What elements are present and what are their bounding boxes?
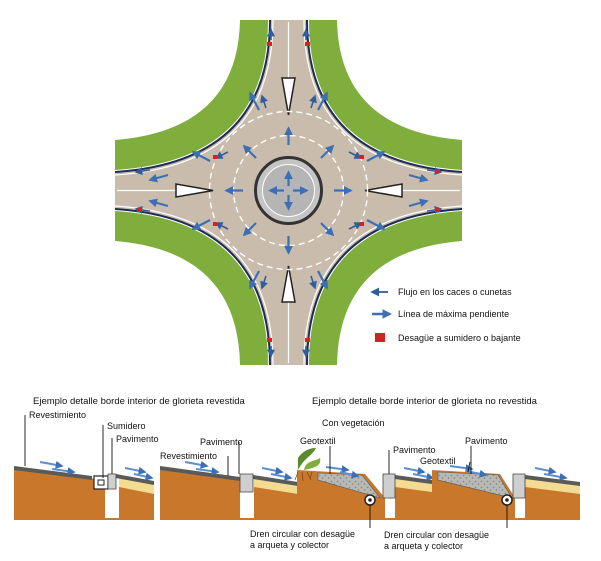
vegetation-icon (304, 458, 321, 470)
splitter-island-s (281, 265, 296, 303)
detail-title-paved: Ejemplo detalle borde interior de glorie… (33, 396, 245, 407)
label-pavimento-4: Pavimento (465, 436, 508, 446)
legend: Flujo en los caces o cunetas Línea de má… (370, 287, 521, 343)
label-pavimento-1: Pavimento (116, 434, 159, 444)
label-geotextil-1: Geotextil (300, 436, 336, 446)
splitter-island-e (364, 183, 403, 198)
label-revestimiento-2: Revestimiento (160, 451, 217, 461)
label-geotextil-2: Geotextil (420, 456, 456, 466)
label-revestimiento-1: Revestimiento (29, 410, 86, 420)
label-con-vegetacion: Con vegetación (322, 418, 385, 428)
splitter-island-w (175, 183, 214, 198)
legend-flow-label: Flujo en los caces o cunetas (398, 287, 512, 297)
detail-paved: Pavimento Revestimiento (160, 437, 298, 520)
roundabout-plan (114, 19, 463, 366)
grass-corner-ne (309, 20, 462, 170)
label-dren-1-line2: a arqueta y colector (250, 540, 329, 550)
drain-legend-icon (375, 333, 385, 342)
label-pavimento-2: Pavimento (200, 437, 243, 447)
label-dren-2-line1: Dren circular con desagüe (384, 530, 489, 540)
detail-unpaved: Pavimento Geotextil Dren circular con de… (384, 436, 580, 551)
grass-corner-sw (115, 211, 268, 365)
grass-corner-nw (115, 20, 268, 170)
label-dren-1-line1: Dren circular con desagüe (250, 529, 355, 539)
legend-drain-label: Desagüe a sumidero o bajante (398, 333, 521, 343)
detail-paved-with-sink: Revestimiento Sumidero Pavimento (14, 410, 159, 520)
label-dren-2-line2: a arqueta y colector (384, 541, 463, 551)
grass-corner-se (309, 211, 462, 365)
splitter-island-n (281, 77, 296, 116)
label-sumidero: Sumidero (107, 421, 146, 431)
label-pavimento-3: Pavimento (393, 445, 436, 455)
slope-arrows (148, 91, 429, 290)
drain-markers (137, 42, 440, 342)
detail-title-unpaved: Ejemplo detalle borde interior de glorie… (312, 396, 538, 407)
legend-slope-label: Línea de máxima pendiente (398, 309, 509, 319)
